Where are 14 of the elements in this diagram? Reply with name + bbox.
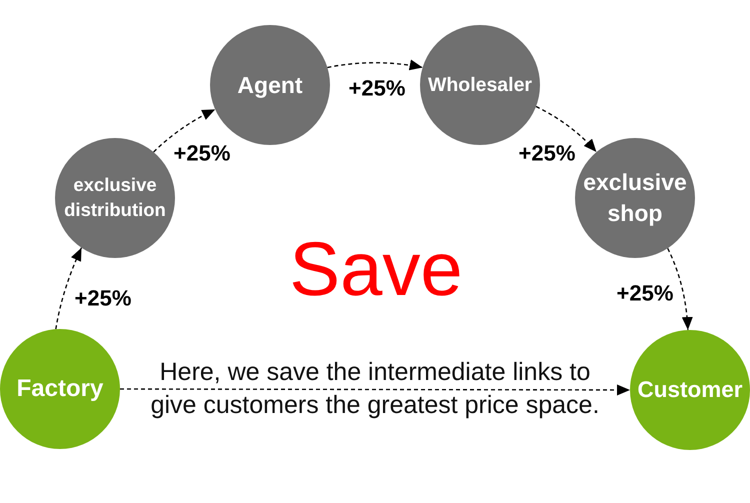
arrow [120, 384, 630, 396]
node-label: Agent [237, 70, 303, 100]
edge-label: Here, we save the intermediate links to give customers the greatest price space. [150, 357, 600, 421]
headline-text: Save [289, 232, 463, 308]
arrow [153, 108, 216, 152]
arrow [536, 106, 597, 152]
arrow [667, 248, 693, 330]
arrow [55, 247, 82, 330]
arrow [327, 60, 423, 71]
node-label: exclusive distribution [63, 173, 167, 222]
node-label: Wholesaler [428, 72, 532, 98]
node-label: exclusive shop [582, 168, 688, 228]
node-label: Factory [16, 374, 104, 404]
node-label: Customer [637, 376, 743, 404]
